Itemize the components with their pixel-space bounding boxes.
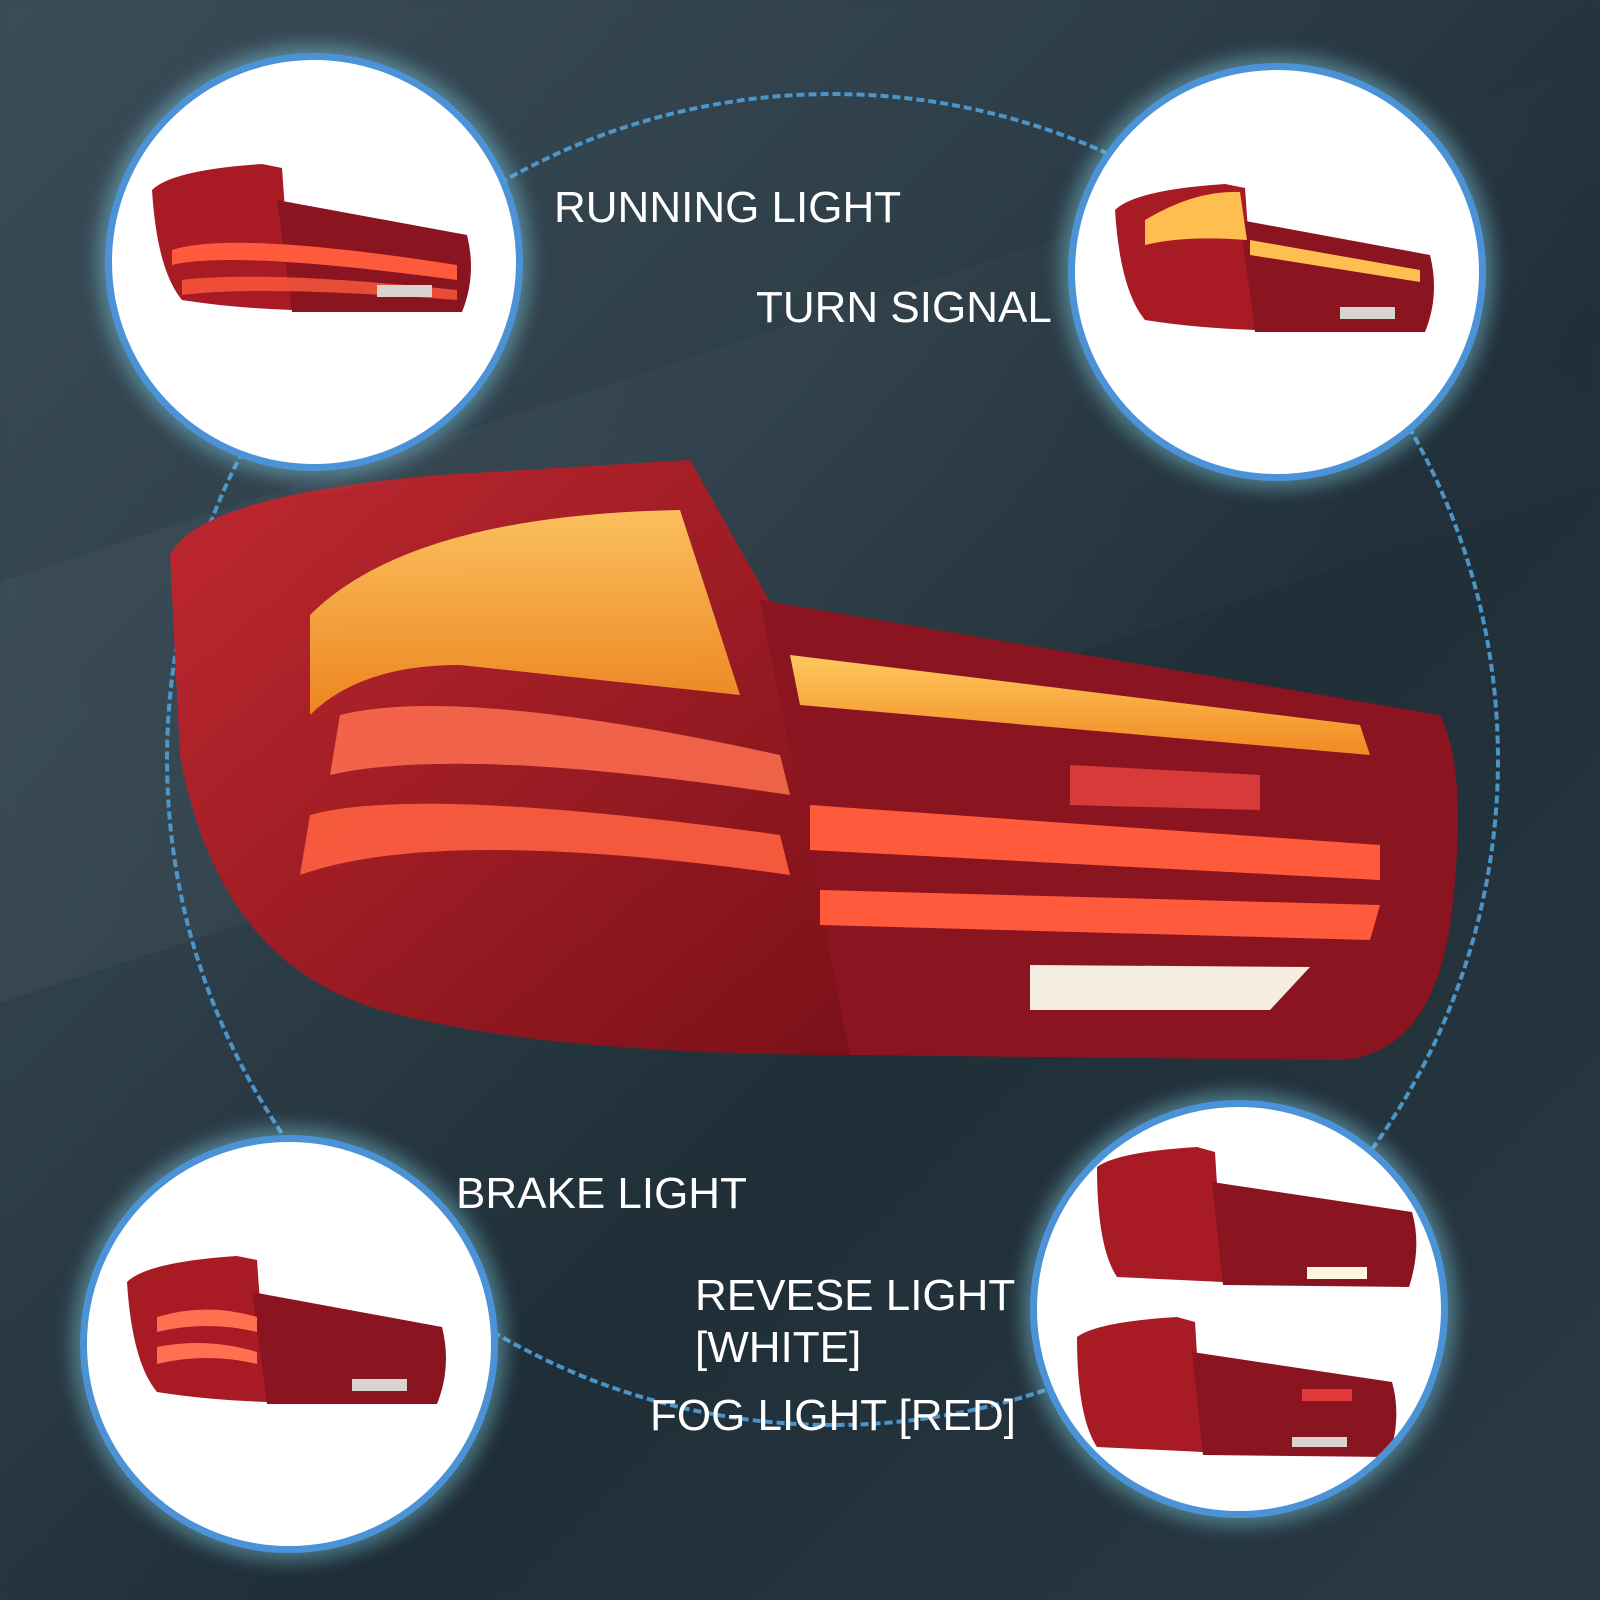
label-reverse-line2: [WHITE]: [695, 1323, 862, 1372]
brake-light-image: [127, 1256, 446, 1404]
label-running-light: RUNNING LIGHT: [554, 183, 902, 232]
label-fog-light: FOG LIGHT [RED]: [650, 1391, 1016, 1440]
label-turn-signal: TURN SIGNAL: [756, 283, 1052, 332]
bubble-turn-signal: [1068, 63, 1486, 481]
bubble-brake-light: [80, 1135, 498, 1553]
bubble-running-light: [105, 53, 523, 471]
main-tail-light-image: [170, 460, 1458, 1060]
label-reverse-line1: REVESE LIGHT: [695, 1271, 1016, 1320]
reverse-fog-light-image: [1077, 1147, 1417, 1457]
turn-signal-image: [1115, 184, 1434, 332]
dashed-ring: [165, 92, 1500, 1427]
label-reverse-light: REVESE LIGHT [WHITE]: [695, 1270, 1015, 1374]
bubble-reverse-fog-light: [1030, 1100, 1448, 1518]
label-brake-light: BRAKE LIGHT: [456, 1169, 747, 1218]
running-light-image: [152, 164, 471, 312]
